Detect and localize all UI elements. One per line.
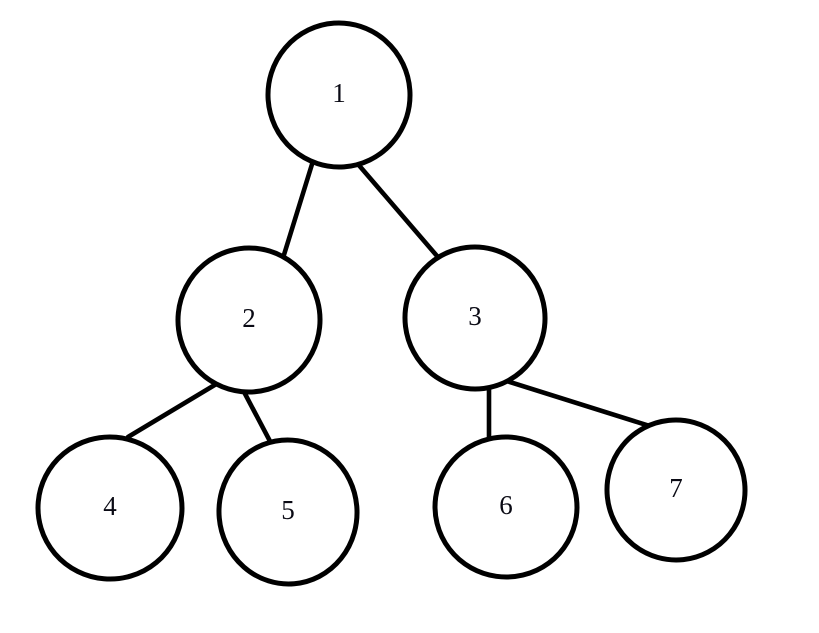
tree-edge-2-4 (125, 380, 221, 440)
node-label-5: 5 (281, 495, 295, 525)
tree-edge-1-3 (354, 160, 440, 259)
tree-edge-1-2 (280, 158, 316, 261)
node-label-1: 1 (332, 78, 346, 108)
node-label-3: 3 (468, 301, 482, 331)
node-label-4: 4 (103, 491, 117, 521)
node-circle-4[interactable] (32, 431, 188, 585)
node-label-7: 7 (669, 473, 683, 503)
tree-node-6[interactable]: 6 (426, 428, 586, 586)
tree-edge-3-7 (491, 374, 659, 431)
tree-node-3[interactable]: 3 (397, 239, 553, 397)
tree-node-7[interactable]: 7 (600, 413, 752, 567)
node-circle-1[interactable] (263, 18, 415, 172)
node-circle-3[interactable] (397, 239, 553, 397)
node-circle-6[interactable] (426, 428, 586, 586)
node-label-6: 6 (499, 490, 513, 520)
nodes-group: 1 2 3 4 5 6 7 (32, 18, 752, 589)
node-circle-5[interactable] (213, 434, 363, 589)
tree-node-5[interactable]: 5 (213, 434, 363, 589)
node-circle-7[interactable] (600, 413, 752, 567)
tree-edge-2-5 (240, 387, 275, 448)
node-circle-2[interactable] (171, 241, 327, 399)
tree-node-2[interactable]: 2 (171, 241, 327, 399)
tree-node-1[interactable]: 1 (263, 18, 415, 172)
tree-node-4[interactable]: 4 (32, 431, 188, 585)
edges-group (125, 158, 659, 448)
node-label-2: 2 (242, 303, 256, 333)
